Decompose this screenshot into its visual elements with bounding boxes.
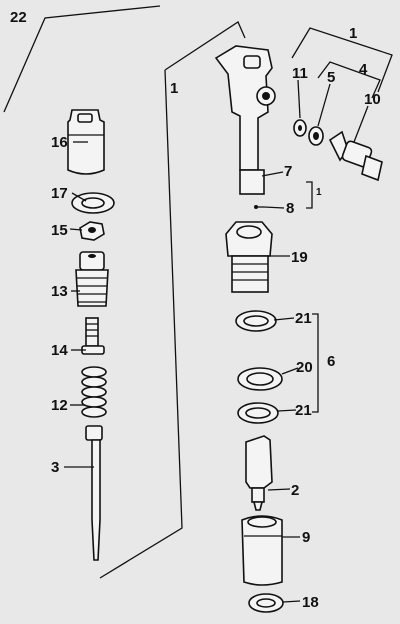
callout-6: 6 — [327, 353, 335, 370]
callout-22: 22 — [10, 9, 27, 26]
part-17-washer — [71, 192, 115, 214]
part-21-washer-lower — [237, 402, 279, 424]
callout-17: 17 — [51, 185, 68, 202]
assembly-bracket-1 — [99, 21, 246, 579]
callout-11: 11 — [292, 65, 308, 82]
part-19-adjusting-nut — [225, 221, 273, 293]
assembly-bracket-1-top — [291, 27, 393, 93]
part-5-washer — [308, 126, 324, 146]
part-15-nut — [79, 221, 105, 241]
callout-16: 16 — [51, 134, 68, 151]
callout-20: 20 — [296, 359, 313, 376]
callout-18: 18 — [302, 594, 319, 611]
callout-19: 19 — [291, 249, 308, 266]
callout-2: 2 — [291, 482, 299, 499]
assembly-bracket-small-1 — [306, 181, 313, 209]
callout-12: 12 — [51, 397, 68, 414]
callout-8: 8 — [286, 200, 294, 217]
part-21-washer-upper — [235, 310, 277, 332]
assembly-bracket-4 — [317, 61, 381, 99]
callout-1-top: 1 — [349, 25, 357, 42]
part-20-spacer — [237, 367, 283, 391]
callout-21-top: 21 — [295, 310, 312, 327]
part-3-push-rod — [85, 425, 103, 561]
part-11-washer — [293, 119, 307, 137]
part-9-nozzle-nut — [241, 515, 283, 586]
part-10-connector — [328, 130, 383, 182]
callout-1-small: 1 — [316, 187, 322, 198]
callout-3: 3 — [51, 459, 59, 476]
assembly-bracket-22 — [3, 5, 161, 113]
part-2-nozzle — [245, 435, 273, 511]
part-8-pin — [254, 205, 264, 209]
part-14-pressure-pin — [81, 317, 105, 355]
callout-5: 5 — [327, 69, 335, 86]
callout-4: 4 — [359, 61, 368, 78]
part-13-spring-seat — [75, 251, 109, 307]
leader-lines — [64, 79, 369, 603]
assembly-bracket-6 — [312, 313, 319, 413]
callout-14: 14 — [51, 342, 68, 359]
callout-7: 7 — [284, 163, 292, 180]
callout-1-left: 1 — [170, 80, 178, 97]
callout-15: 15 — [51, 222, 68, 239]
part-7-nozzle-holder-body — [214, 45, 276, 195]
callout-13: 13 — [51, 283, 68, 300]
callout-10: 10 — [364, 91, 381, 108]
callout-21-bottom: 21 — [295, 402, 312, 419]
callout-9: 9 — [302, 529, 310, 546]
part-12-spring — [81, 366, 107, 418]
part-18-washer — [248, 593, 284, 613]
